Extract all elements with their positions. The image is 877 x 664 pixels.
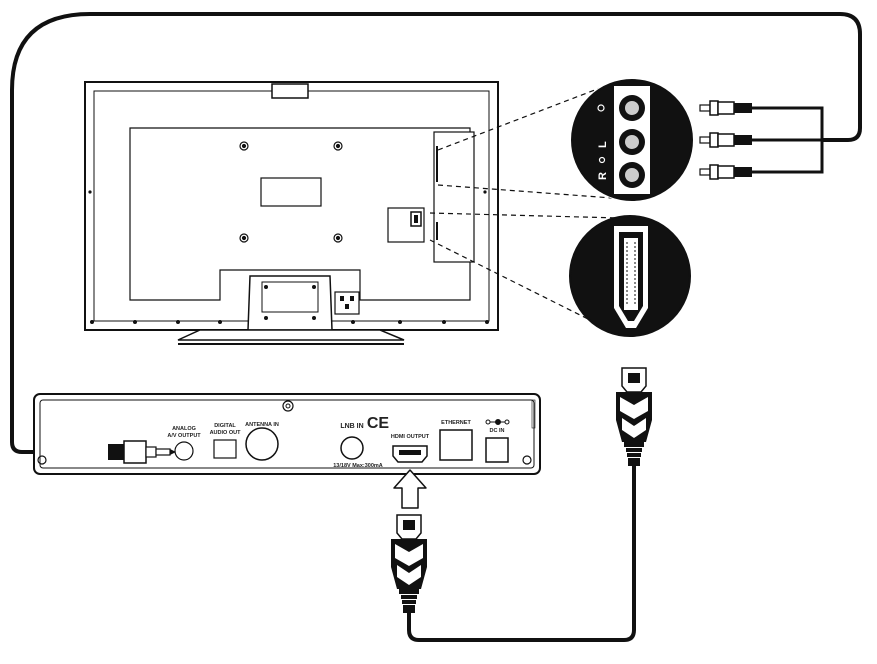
rca-plug <box>699 100 752 116</box>
digital-audio-out-port <box>213 439 237 459</box>
lnb-in-port <box>340 436 364 460</box>
hdmi-cable <box>407 465 636 642</box>
hdmi-port-callout <box>569 215 691 337</box>
tv-side-connector-panel <box>433 131 475 263</box>
label-antenna: ANTENNA IN <box>245 422 279 428</box>
video-symbol-icon <box>597 104 605 112</box>
rca-wire-bundle <box>752 106 824 174</box>
edge-screws <box>88 190 489 324</box>
label-hdmi-output: HDMI OUTPUT <box>391 434 430 440</box>
label-analog-1: ANALOG <box>172 426 196 432</box>
analog-av-output-jack <box>174 441 194 461</box>
ethernet-port <box>439 429 473 461</box>
av-jack-callout: R L <box>570 78 694 202</box>
hdmi-plug-receiver-end <box>391 514 427 613</box>
label-dc-in: DC IN <box>490 428 505 434</box>
label-lnb-rating: 13/18V Max:300mA <box>333 463 383 469</box>
receiver-rear-panel: ANALOG A/V OUTPUT DIGITAL AUDIO OUT ANTE… <box>33 393 541 475</box>
hdmi-plug-tv-end <box>616 367 652 466</box>
label-ethernet: ETHERNET <box>441 420 471 426</box>
insert-arrow-icon <box>393 469 427 509</box>
vesa-screw-holes <box>239 141 343 243</box>
label-digital-1: DIGITAL <box>214 423 236 429</box>
headphone-icon <box>598 156 606 164</box>
label-digital-2: AUDIO OUT <box>210 430 242 436</box>
rca-plug <box>699 132 752 148</box>
jack-label-r: R <box>597 172 609 180</box>
dc-polarity-icon <box>485 419 510 425</box>
rca-plug <box>699 164 752 180</box>
tv-stand <box>247 275 333 331</box>
label-lnb: LNB IN <box>340 423 363 430</box>
dc-in-port <box>485 437 509 463</box>
label-analog-2: A/V OUTPUT <box>167 433 201 439</box>
ce-mark: CE <box>367 415 390 432</box>
antenna-in-port <box>245 427 279 461</box>
rca-plugs <box>699 100 752 180</box>
jack-label-l: L <box>597 141 609 148</box>
tv-back <box>84 81 499 345</box>
av-minijack-plug <box>108 440 176 464</box>
av-cable <box>10 12 862 454</box>
callout-lines <box>429 87 621 321</box>
